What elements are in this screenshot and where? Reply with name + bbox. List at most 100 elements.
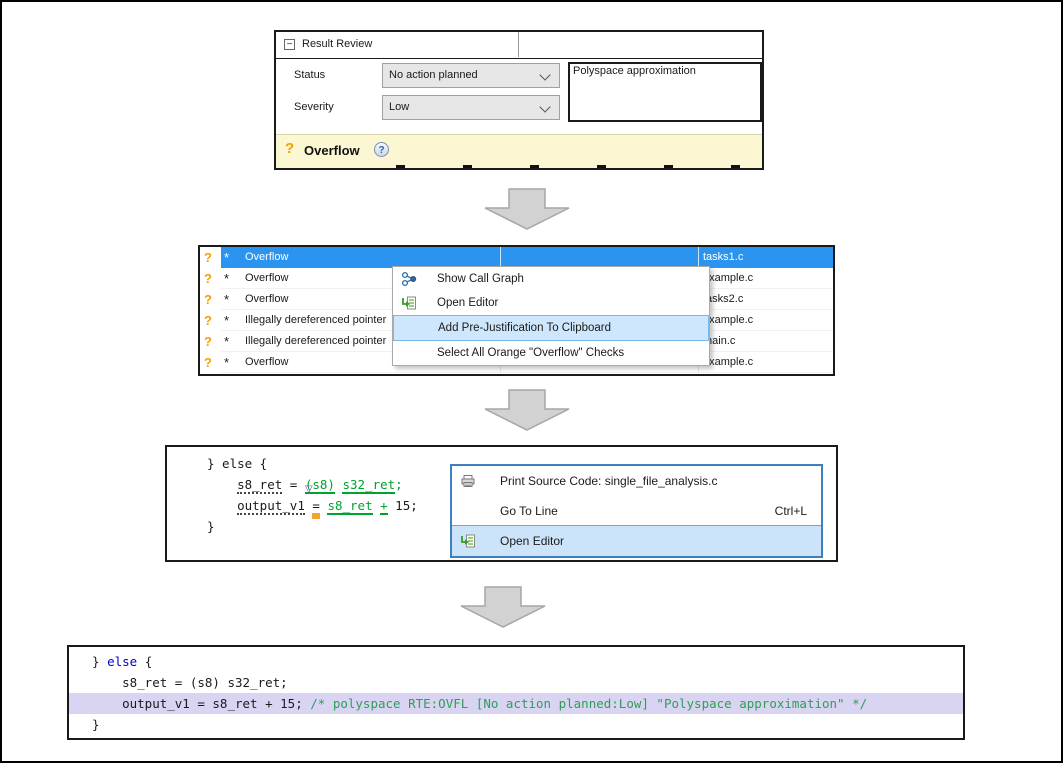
code-line: } [207,516,418,537]
menu-item-open-editor[interactable]: Open Editor [452,525,821,557]
file-name: main.c [703,335,736,347]
open-editor-icon [399,295,419,311]
menu-item-label: Show Call Graph [437,273,524,285]
menu-item-label: Select All Orange "Overflow" Checks [437,347,625,359]
orange-check-icon: ? [285,140,295,157]
orange-check-icon: ? [200,352,221,373]
code-segment: 15; [387,498,418,513]
review-star: * [224,271,230,286]
code-segment [373,498,381,513]
orange-check-icon: ? [200,331,221,352]
orange-check-icon: ? [200,247,221,268]
source-context-menu: Print Source Code: single_file_analysis.… [450,464,823,558]
severity-label: Severity [294,101,334,113]
file-name: example.c [703,356,754,368]
code-segment: s8_ret [237,477,283,494]
file-name: example.c [703,272,754,284]
code-line: s8_ret = (s8) s32_ret; [207,474,418,495]
status-value: No action planned [389,69,478,81]
file-name: example.c [703,314,754,326]
table-row[interactable]: ?* Overflow tasks1.c [200,247,833,268]
menu-item-print-source-code-single-file-analysis-c[interactable]: Print Source Code: single_file_analysis.… [452,466,821,496]
review-star: * [224,292,230,307]
source-code: } else { s8_ret = (s8) s32_ret; output_v… [207,453,418,537]
severity-value: Low [389,101,410,113]
chevron-down-icon [539,101,551,113]
orange-check-icon: ? [200,268,221,289]
code-segment: output_v1 [237,498,305,515]
menu-item-add-pre-justification-to-clipboard[interactable]: Add Pre-Justification To Clipboard [393,315,709,341]
code-segment: } [207,519,215,534]
open-editor-icon [458,533,478,549]
tooltip-marker-icon: ▽ [305,484,313,495]
status-label: Status [294,69,326,81]
menu-item-label: Print Source Code: single_file_analysis.… [500,473,718,488]
code-line: } else { [69,651,963,672]
help-icon[interactable]: ? [374,142,389,157]
collapse-icon[interactable]: − [284,39,295,50]
code-segment: } [92,717,100,732]
code-line: } [69,714,963,735]
severity-dropdown[interactable]: Low [382,95,560,120]
menu-item-label: Open Editor [500,534,565,549]
chevron-down-icon [539,69,551,81]
code-segment: s8_ret = (s8) s32_ret; [92,675,288,690]
file-name: tasks2.c [703,293,744,305]
menu-item-go-to-line[interactable]: Go To Line Ctrl+L [452,496,821,526]
menu-item-select-all-orange-overflow-checks[interactable]: Select All Orange "Overflow" Checks [393,341,709,365]
menu-item-show-call-graph[interactable]: Show Call Graph [393,267,709,291]
call-graph-icon [399,271,419,287]
menu-icon-empty [458,503,478,519]
flow-arrow-down [460,586,546,628]
cropped-text-ticks [396,165,756,168]
code-segment: else [107,654,138,669]
code-segment: /* polyspace RTE:OVFL [No action planned… [310,696,868,711]
code-line: s8_ret = (s8) s32_ret; [69,672,963,693]
editor-code: } else { s8_ret = (s8) s32_ret; output_v… [69,651,963,735]
menu-item-label: Go To Line [500,503,558,518]
menu-item-label: Add Pre-Justification To Clipboard [438,322,612,334]
code-line: } else { [207,453,418,474]
code-segment: } [92,654,108,669]
flow-arrow-down [484,389,570,431]
file-name: tasks1.c [703,251,744,263]
code-segment: = [312,498,320,513]
check-title: Overflow [304,143,360,158]
result-review-header: − Result Review [276,32,762,59]
code-segment: output_v1 = s8_ret + 15; [92,696,311,711]
code-segment: = [282,477,305,492]
code-segment [207,477,237,492]
menu-icon-empty [400,320,420,336]
code-segment: { [137,654,153,669]
menu-shortcut: Ctrl+L [774,503,807,518]
review-star: * [224,250,230,265]
check-header-bar: ? Overflow ? [276,134,762,168]
comment-field[interactable]: Polyspace approximation [568,62,762,122]
result-review-pane: − Result Review Status No action planned… [274,30,764,170]
orange-check-icon: ? [200,310,221,331]
code-segment: ; [395,477,403,492]
menu-item-open-editor[interactable]: Open Editor [393,291,709,315]
flow-arrow-down [484,188,570,230]
code-segment [207,498,237,513]
code-segment: } else { [207,456,268,471]
code-segment: s32_ret [342,477,396,494]
pane-title: Result Review [302,38,373,50]
review-star: * [224,313,230,328]
code-segment: s8_ret [327,498,373,515]
status-dropdown[interactable]: No action planned [382,63,560,88]
empty-cell [501,247,699,268]
orange-check-icon: ? [200,289,221,310]
review-star: * [224,334,230,349]
code-segment: + [380,498,388,515]
review-star: * [224,355,230,370]
menu-icon-empty [399,345,419,361]
header-divider [518,32,519,57]
check-name: Overflow [243,247,501,268]
code-line: output_v1 = s8_ret + 15; [207,495,418,516]
printer-icon [458,473,478,489]
code-editor-pane: } else { s8_ret = (s8) s32_ret; output_v… [67,645,965,740]
menu-item-label: Open Editor [437,297,499,309]
